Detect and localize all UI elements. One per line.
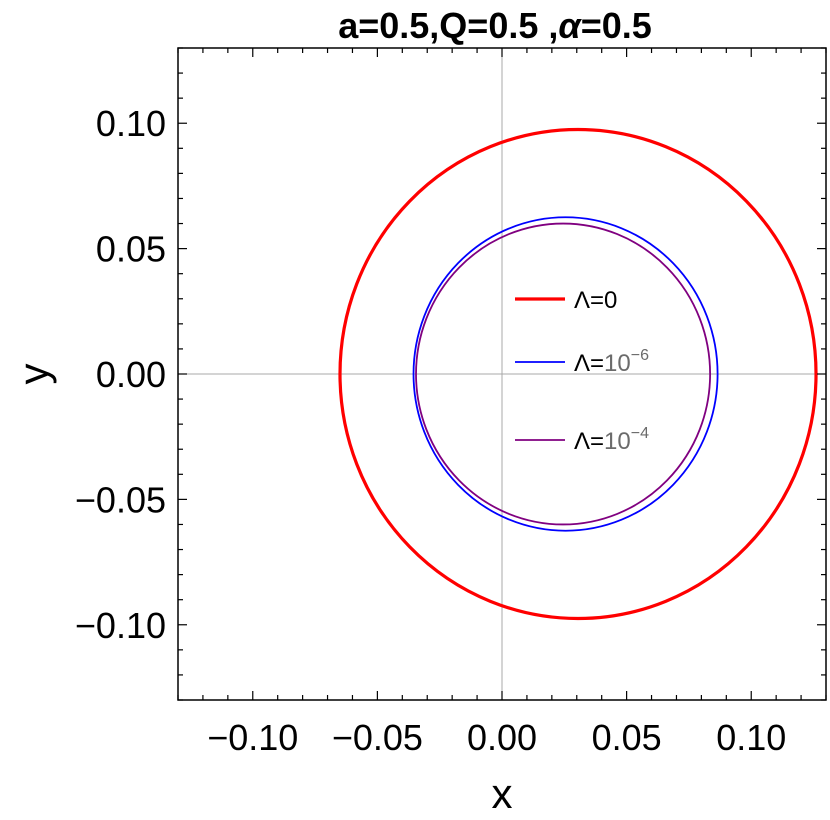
ticks bbox=[177, 47, 827, 701]
y-tick-label: −0.10 bbox=[75, 605, 166, 646]
x-tick-label: −0.05 bbox=[332, 717, 423, 758]
series-curve-1 bbox=[338, 127, 818, 621]
x-tick-label: 0.00 bbox=[467, 717, 537, 758]
x-tick-label: −0.10 bbox=[207, 717, 298, 758]
x-axis-title: x bbox=[492, 770, 513, 817]
x-tick-label: 0.10 bbox=[716, 717, 786, 758]
y-tick-label: 0.00 bbox=[96, 354, 166, 395]
origin-axes bbox=[178, 48, 826, 700]
legend-label-3: Λ=10−4 bbox=[574, 425, 649, 455]
y-tick-labels: −0.10 −0.05 0.00 0.05 0.10 bbox=[75, 103, 166, 646]
chart-title: a=0.5,Q=0.5 ,α=0.5 bbox=[338, 5, 652, 46]
x-tick-labels: −0.10 −0.05 0.00 0.05 0.10 bbox=[207, 717, 786, 758]
x-tick-label: 0.05 bbox=[592, 717, 662, 758]
series-curve-2 bbox=[412, 216, 719, 532]
y-tick-label: −0.05 bbox=[75, 479, 166, 520]
y-axis-title: y bbox=[10, 364, 57, 385]
legend-label-2: Λ=10−6 bbox=[574, 347, 649, 377]
y-tick-label: 0.05 bbox=[96, 229, 166, 270]
legend-label-1: Λ=0 bbox=[574, 287, 617, 314]
legend: Λ=0Λ=10−6Λ=10−4 bbox=[515, 287, 649, 455]
series-curve-3 bbox=[415, 222, 712, 526]
y-tick-label: 0.10 bbox=[96, 103, 166, 144]
series-layer bbox=[338, 127, 818, 621]
